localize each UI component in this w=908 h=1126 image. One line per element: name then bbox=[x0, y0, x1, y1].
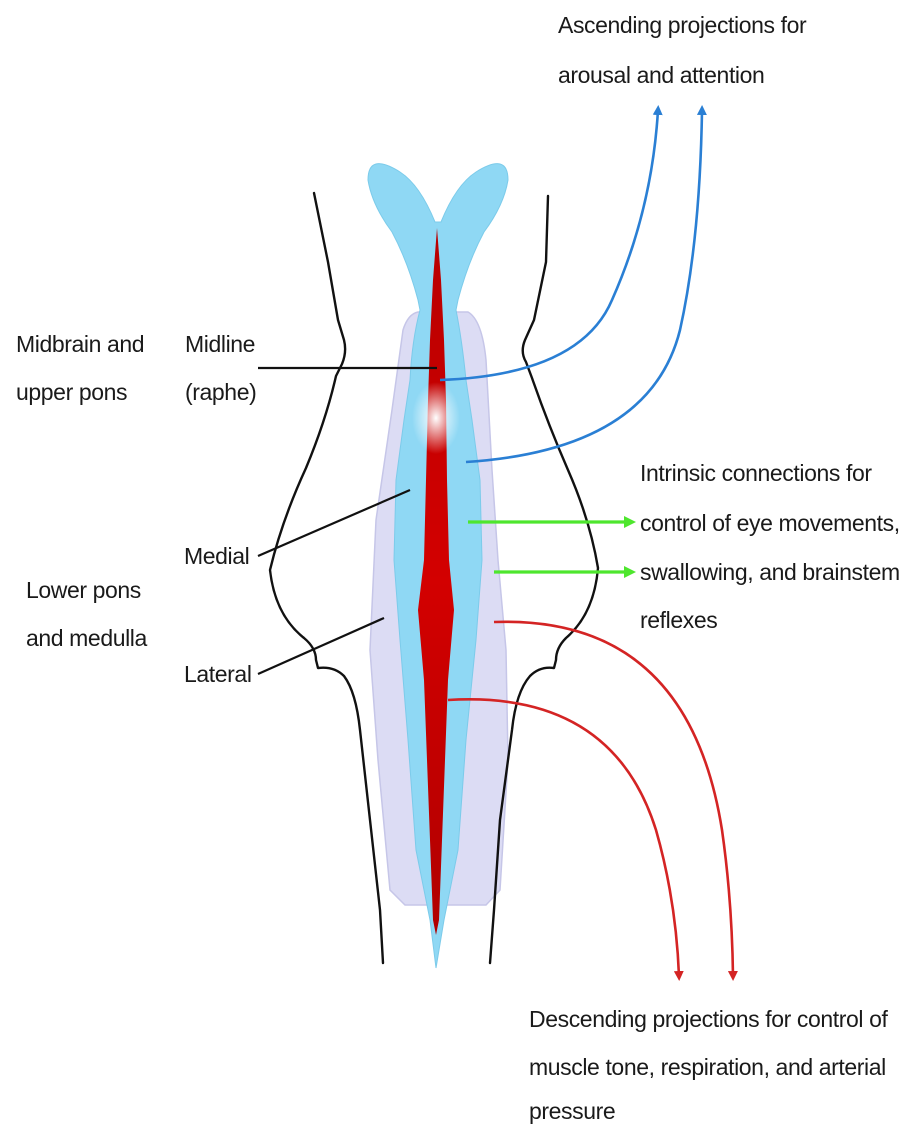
ascending-label-line-2: arousal and attention bbox=[558, 62, 764, 88]
raphe-glow bbox=[412, 382, 460, 454]
intrinsic-label-line-2: control of eye movements, bbox=[640, 510, 900, 536]
lateral-label: Lateral bbox=[184, 661, 252, 687]
midline-label-line-1: Midline bbox=[185, 331, 255, 357]
lower-pons-label-line-1: Lower pons bbox=[26, 577, 141, 603]
intrinsic-label-line-4: reflexes bbox=[640, 607, 717, 633]
intrinsic-label-line-3: swallowing, and brainstem bbox=[640, 559, 900, 585]
descending-label-line-3: pressure bbox=[529, 1098, 615, 1124]
midbrain-label-line-1: Midbrain and bbox=[16, 331, 144, 357]
ascending-arrow-2 bbox=[466, 110, 702, 462]
brainstem-outline-right bbox=[490, 196, 598, 963]
lateral-leader-line bbox=[258, 618, 384, 674]
ascending-label-line-1: Ascending projections for bbox=[558, 12, 807, 38]
intrinsic-label-line-1: Intrinsic connections for bbox=[640, 460, 872, 486]
descending-label-line-1: Descending projections for control of bbox=[529, 1006, 889, 1032]
medial-label: Medial bbox=[184, 543, 249, 569]
midline-label-line-2: (raphe) bbox=[185, 379, 256, 405]
descending-label-line-2: muscle tone, respiration, and arterial bbox=[529, 1054, 886, 1080]
midbrain-label-line-2: upper pons bbox=[16, 379, 127, 405]
brainstem-outline-left bbox=[270, 193, 383, 963]
lower-pons-label-line-2: and medulla bbox=[26, 625, 148, 651]
